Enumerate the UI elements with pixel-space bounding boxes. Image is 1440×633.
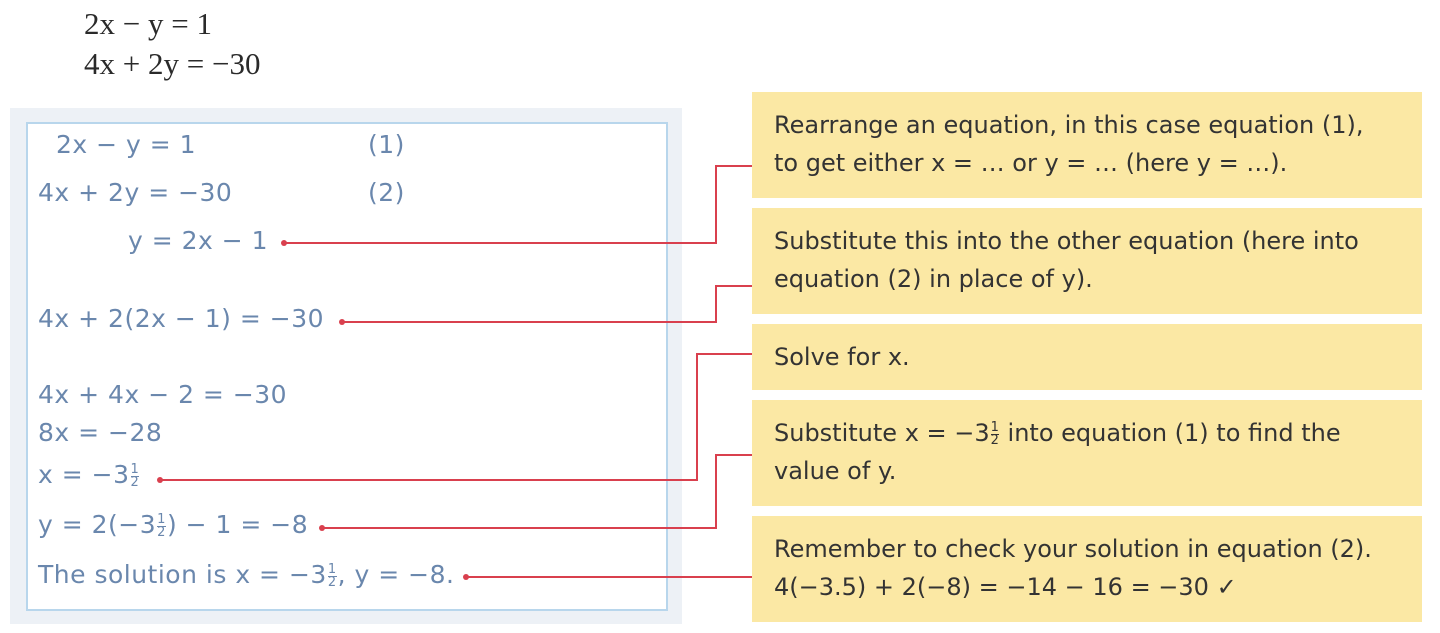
connector-dot (157, 477, 163, 483)
working-equation-1-tag: (1) (368, 130, 405, 159)
solution-y: , y = −8. (337, 560, 455, 589)
note-substitute-x-line-2: value of y. (774, 457, 897, 485)
connector-substitute-x (322, 454, 752, 529)
working-equation-2: 4x + 2y = −30 (38, 178, 233, 207)
x-solution-prefix: x = −3 (38, 460, 130, 489)
note-rearrange-line-1: Rearrange an equation, in this case equa… (774, 111, 1364, 139)
note-substitute-line-1: Substitute this into the other equation … (774, 227, 1359, 255)
y-solution-suffix: ) − 1 = −8 (166, 510, 309, 539)
expanded-equation: 4x + 4x − 2 = −30 (38, 380, 288, 409)
note-check-line-2: 4(−3.5) + 2(−8) = −14 − 16 = −30 ✓ (774, 573, 1237, 601)
solution-prefix: The solution is (38, 560, 236, 589)
solution-x: x = −3 (235, 560, 327, 589)
note-substitute-line-2: equation (2) in place of y). (774, 265, 1093, 293)
connector-dot (319, 525, 325, 531)
connector-substitute (342, 285, 752, 323)
note-check-line-1: Remember to check your solution in equat… (774, 535, 1372, 563)
connector-dot (463, 574, 469, 580)
given-equation-1: 2x − y = 1 (84, 6, 212, 41)
rearranged-equation: y = 2x − 1 (128, 226, 269, 255)
note-rearrange-line-2: to get either x = … or y = … (here y = …… (774, 149, 1288, 177)
note-solve-line-1: Solve for x. (774, 343, 910, 371)
connector-dot (281, 240, 287, 246)
substituted-equation: 4x + 2(2x − 1) = −30 (38, 304, 325, 333)
connector-rearrange (284, 165, 752, 244)
working-equation-2-tag: (2) (368, 178, 405, 207)
note-substitute: Substitute this into the other equation … (752, 208, 1422, 314)
given-equation-2: 4x + 2y = −30 (84, 46, 261, 81)
note-rearrange: Rearrange an equation, in this case equa… (752, 92, 1422, 198)
given-equations: 2x − y = 1 4x + 2y = −30 (84, 4, 260, 84)
y-solution-prefix: y = 2(−3 (38, 510, 157, 539)
connector-dot (339, 319, 345, 325)
simplified-equation: 8x = −28 (38, 418, 163, 447)
working-panel (26, 122, 668, 611)
working-equation-1: 2x − y = 1 (56, 130, 197, 159)
connector-solve (160, 353, 752, 481)
note-solve: Solve for x. (752, 324, 1422, 390)
note-check: Remember to check your solution in equat… (752, 516, 1422, 622)
